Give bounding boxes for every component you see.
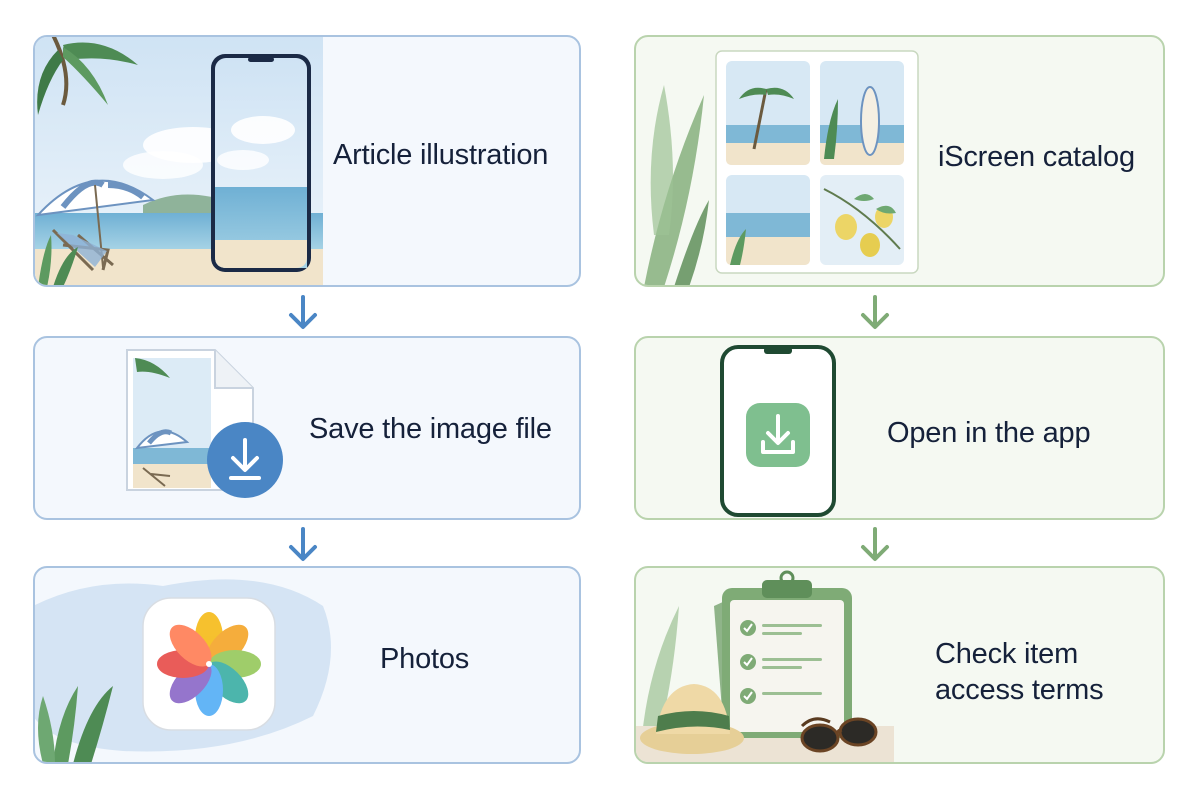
iscreen-catalog-card: iScreen catalog <box>634 35 1165 287</box>
leaf-decoration <box>644 85 709 285</box>
arrow-down-icon <box>289 527 317 561</box>
phone-download-icon <box>720 345 836 517</box>
arrow-down-icon <box>289 295 317 329</box>
check-access-terms-label-line1: Check item <box>935 638 1079 670</box>
article-illustration-label: Article illustration <box>333 139 549 171</box>
open-in-app-card: Open in the app <box>634 336 1165 520</box>
watercolor-backdrop <box>35 579 331 762</box>
check-access-terms-label-line2: access terms <box>935 674 1104 706</box>
article-illustration-card: Article illustration <box>33 35 581 287</box>
photos-label: Photos <box>380 643 470 675</box>
arrow-down-icon <box>861 295 889 329</box>
check-access-terms-card: Check item access terms <box>634 566 1165 764</box>
save-image-file-label: Save the image file <box>309 413 552 445</box>
photos-app-icon <box>142 597 276 731</box>
arrow-down-icon <box>861 527 889 561</box>
iscreen-catalog-label: iScreen catalog <box>938 141 1135 173</box>
catalog-grid-icon <box>715 50 919 274</box>
clipboard-checklist-icon <box>636 570 894 762</box>
save-image-file-card: Save the image file <box>33 336 581 520</box>
open-in-app-label: Open in the app <box>887 417 1091 449</box>
beach-phone-icon <box>35 37 323 285</box>
photos-card: Photos <box>33 566 581 764</box>
download-file-icon <box>126 349 283 498</box>
